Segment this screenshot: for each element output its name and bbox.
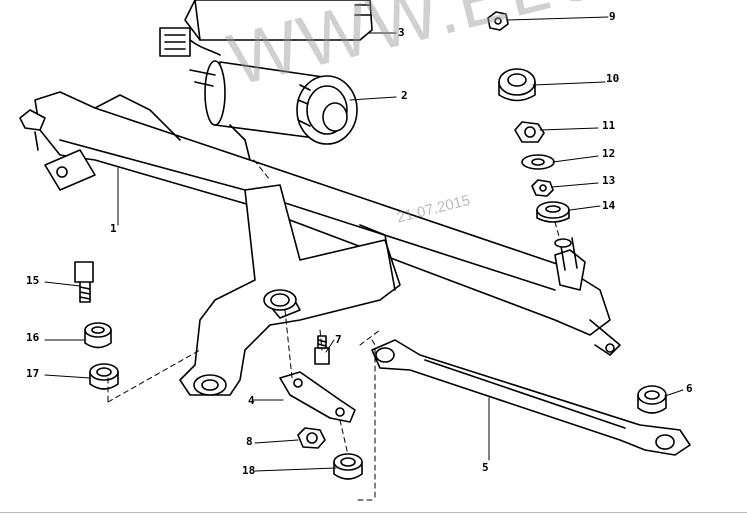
callout-10: 10 (606, 72, 620, 85)
part-4-plate (279, 371, 356, 423)
callout-1: 1 (110, 222, 117, 235)
callout-6: 6 (686, 382, 693, 395)
callout-5: 5 (482, 461, 489, 474)
parts-9-14-nut-stack (487, 11, 570, 223)
callout-2: 2 (401, 89, 408, 102)
part-6-grommet (637, 385, 667, 414)
callout-4: 4 (248, 394, 255, 407)
part-5-connecting-rod (371, 339, 691, 456)
part-17-grommet (89, 363, 119, 390)
callout-17: 17 (26, 367, 40, 380)
part-16-bushing (84, 322, 112, 349)
part-2-wiper-motor (189, 60, 358, 161)
part-1-wiper-frame (19, 91, 621, 396)
callout-16: 16 (26, 331, 40, 344)
part-8-nut (297, 427, 326, 449)
part-15-bolt (74, 261, 94, 303)
assembly-lines (107, 159, 561, 501)
callout-14: 14 (602, 199, 616, 212)
callout-13: 13 (602, 174, 616, 187)
part-3-housing (159, 0, 373, 57)
callout-11: 11 (602, 119, 616, 132)
part-18-grommet (333, 453, 363, 480)
callout-18: 18 (242, 464, 256, 477)
callout-9: 9 (609, 10, 616, 23)
leader-lines (44, 16, 684, 472)
callout-12: 12 (602, 147, 616, 160)
callout-7: 7 (335, 333, 342, 346)
callout-8: 8 (246, 435, 253, 448)
callout-3: 3 (398, 26, 405, 39)
bottom-border (0, 512, 747, 513)
callout-15: 15 (26, 274, 40, 287)
